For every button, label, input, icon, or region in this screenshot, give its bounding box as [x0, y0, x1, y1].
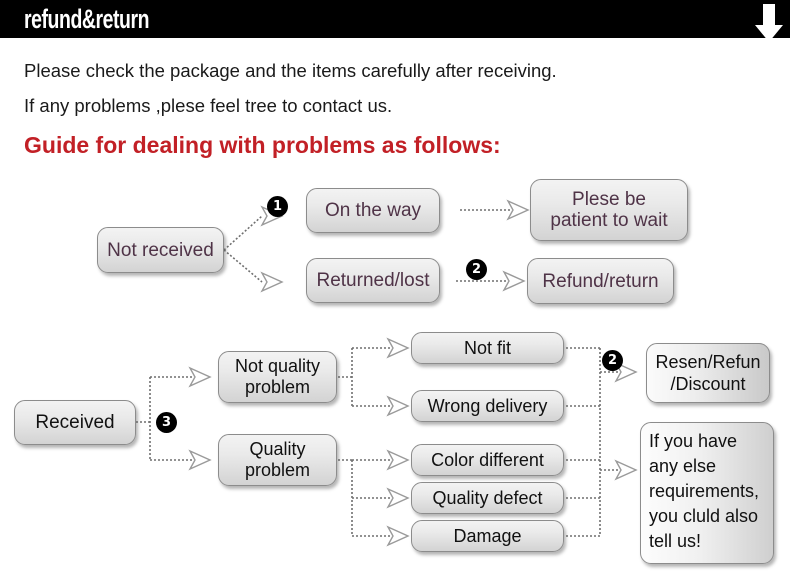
node-plese-be-patient[interactable]: Plese be patient to wait	[530, 179, 688, 241]
guide-heading: Guide for dealing with problems as follo…	[24, 132, 501, 158]
page-title: refund&return	[24, 4, 150, 34]
node-wrong-delivery[interactable]: Wrong delivery	[411, 390, 564, 422]
intro-line-1: Please check the package and the items c…	[24, 60, 557, 81]
node-not-fit[interactable]: Not fit	[411, 332, 564, 364]
node-not-received[interactable]: Not received	[97, 227, 224, 273]
node-resen-refund-discount[interactable]: Resen/Refun /Discount	[646, 343, 770, 403]
badge-step-3: 3	[156, 412, 177, 433]
header-bar	[0, 0, 790, 38]
badge-step-2-top: 2	[466, 259, 487, 280]
node-received[interactable]: Received	[14, 400, 136, 445]
badge-step-1: 1	[267, 196, 288, 217]
badge-step-2-bottom: 2	[602, 350, 623, 371]
node-returned-lost[interactable]: Returned/lost	[306, 258, 440, 303]
node-not-quality-problem[interactable]: Not quality problem	[218, 351, 337, 403]
node-on-the-way[interactable]: On the way	[306, 188, 440, 233]
node-quality-problem[interactable]: Quality problem	[218, 434, 337, 486]
intro-line-2: If any problems ,plese feel tree to cont…	[24, 95, 393, 116]
node-damage[interactable]: Damage	[411, 520, 564, 552]
down-arrow-icon	[755, 4, 783, 42]
node-color-different[interactable]: Color different	[411, 444, 564, 476]
node-extra-requirements[interactable]: If you have any else requirements, you c…	[640, 422, 774, 564]
node-quality-defect[interactable]: Quality defect	[411, 482, 564, 514]
node-refund-return[interactable]: Refund/return	[527, 258, 674, 304]
